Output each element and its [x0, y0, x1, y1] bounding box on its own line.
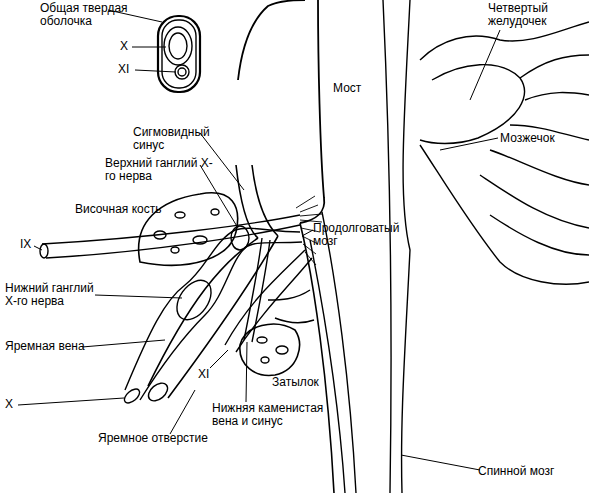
- part-label: Продолговатый мозг: [313, 222, 408, 248]
- bone-pore: [211, 209, 219, 215]
- cerebellum-folium: [490, 150, 589, 185]
- part-label: Верхний ганглий X-го нерва: [105, 157, 215, 183]
- leader-line: [246, 342, 247, 402]
- bone-pore: [261, 357, 269, 363]
- brainstem-line: [402, 0, 410, 493]
- spinal-cord-line: [322, 212, 356, 493]
- part-label: Общая твердая оболочка: [40, 2, 140, 28]
- part-label: Мозжечок: [500, 132, 585, 145]
- inferior-petrosal-vein: [244, 238, 262, 340]
- accessory-sheath: [175, 65, 189, 79]
- cerebellum-folium: [520, 55, 589, 78]
- part-label: XI: [198, 368, 223, 381]
- part-label: Сигмовидный синус: [133, 126, 213, 152]
- part-label: IX: [20, 238, 50, 251]
- leader-line: [82, 340, 165, 347]
- leader-line: [34, 246, 42, 250]
- bone-pore: [171, 247, 179, 253]
- bone-pore: [257, 337, 267, 343]
- rootlet: [300, 205, 318, 212]
- leader-line: [95, 295, 182, 298]
- dura-sheath: [158, 16, 200, 92]
- cerebellum-folium: [525, 93, 589, 100]
- leader-line: [135, 70, 176, 72]
- part-label: Яремная вена: [5, 340, 105, 353]
- leader-line: [170, 390, 195, 434]
- leader-line: [132, 47, 166, 48]
- leader-line: [18, 398, 124, 405]
- nerve-xi-root: [275, 318, 314, 323]
- leader-lines: [18, 10, 500, 470]
- part-label: Височная кость: [75, 203, 185, 216]
- nerve-end: [40, 244, 48, 258]
- cerebellum-folium: [480, 175, 589, 228]
- nerve-x: [125, 228, 300, 390]
- rootlet: [305, 252, 316, 265]
- nerve-xi-root: [268, 290, 310, 300]
- inferior-petrosal-vein: [252, 240, 270, 342]
- cerebellum-outline: [420, 145, 589, 284]
- bone-pore: [276, 346, 288, 354]
- leader-line: [470, 30, 500, 100]
- part-label: X: [5, 398, 25, 411]
- part-label: Затылок: [272, 376, 342, 389]
- part-label: Четвертый желудочек: [488, 2, 588, 28]
- superior-ganglion: [231, 226, 249, 250]
- leader-line: [440, 138, 498, 150]
- sigmoid-sinus: [252, 165, 278, 236]
- part-label: XI: [118, 63, 142, 76]
- accessory-nerve: [178, 68, 186, 76]
- rootlet: [300, 214, 322, 216]
- part-label: X: [120, 40, 140, 53]
- inferior-ganglion: [170, 274, 218, 326]
- leader-line: [210, 350, 228, 368]
- brainstem-line: [383, 0, 391, 493]
- part-label: Спинной мозг: [478, 465, 583, 478]
- rootlet: [296, 196, 315, 208]
- vagus-nerve: [169, 33, 187, 59]
- dura-sheath-inner: [162, 20, 196, 88]
- cerebellum-folium: [490, 215, 589, 255]
- leader-line: [401, 455, 480, 470]
- part-label: Нижний ганглий X-го нерва: [5, 282, 105, 308]
- jugular-vein-end: [145, 380, 171, 405]
- leader-line: [200, 165, 238, 228]
- leader-line: [302, 230, 313, 236]
- part-label: Яремное отверстие: [98, 432, 228, 445]
- pons-outline: [238, 0, 305, 80]
- bone-pore: [175, 212, 185, 218]
- pons-outline: [300, 0, 324, 223]
- vagus-sheath: [164, 27, 192, 65]
- occipital-bone: [240, 324, 300, 375]
- spinal-cord-line: [300, 223, 334, 493]
- nerve-end: [122, 386, 142, 405]
- spinal-cord-line: [310, 240, 345, 493]
- sigmoid-sinus: [236, 165, 258, 238]
- nerve-xi: [236, 258, 312, 352]
- part-label: Нижняя каменистая вена и синус: [212, 402, 342, 428]
- part-label: Мост: [333, 82, 383, 95]
- drawing: [18, 0, 589, 493]
